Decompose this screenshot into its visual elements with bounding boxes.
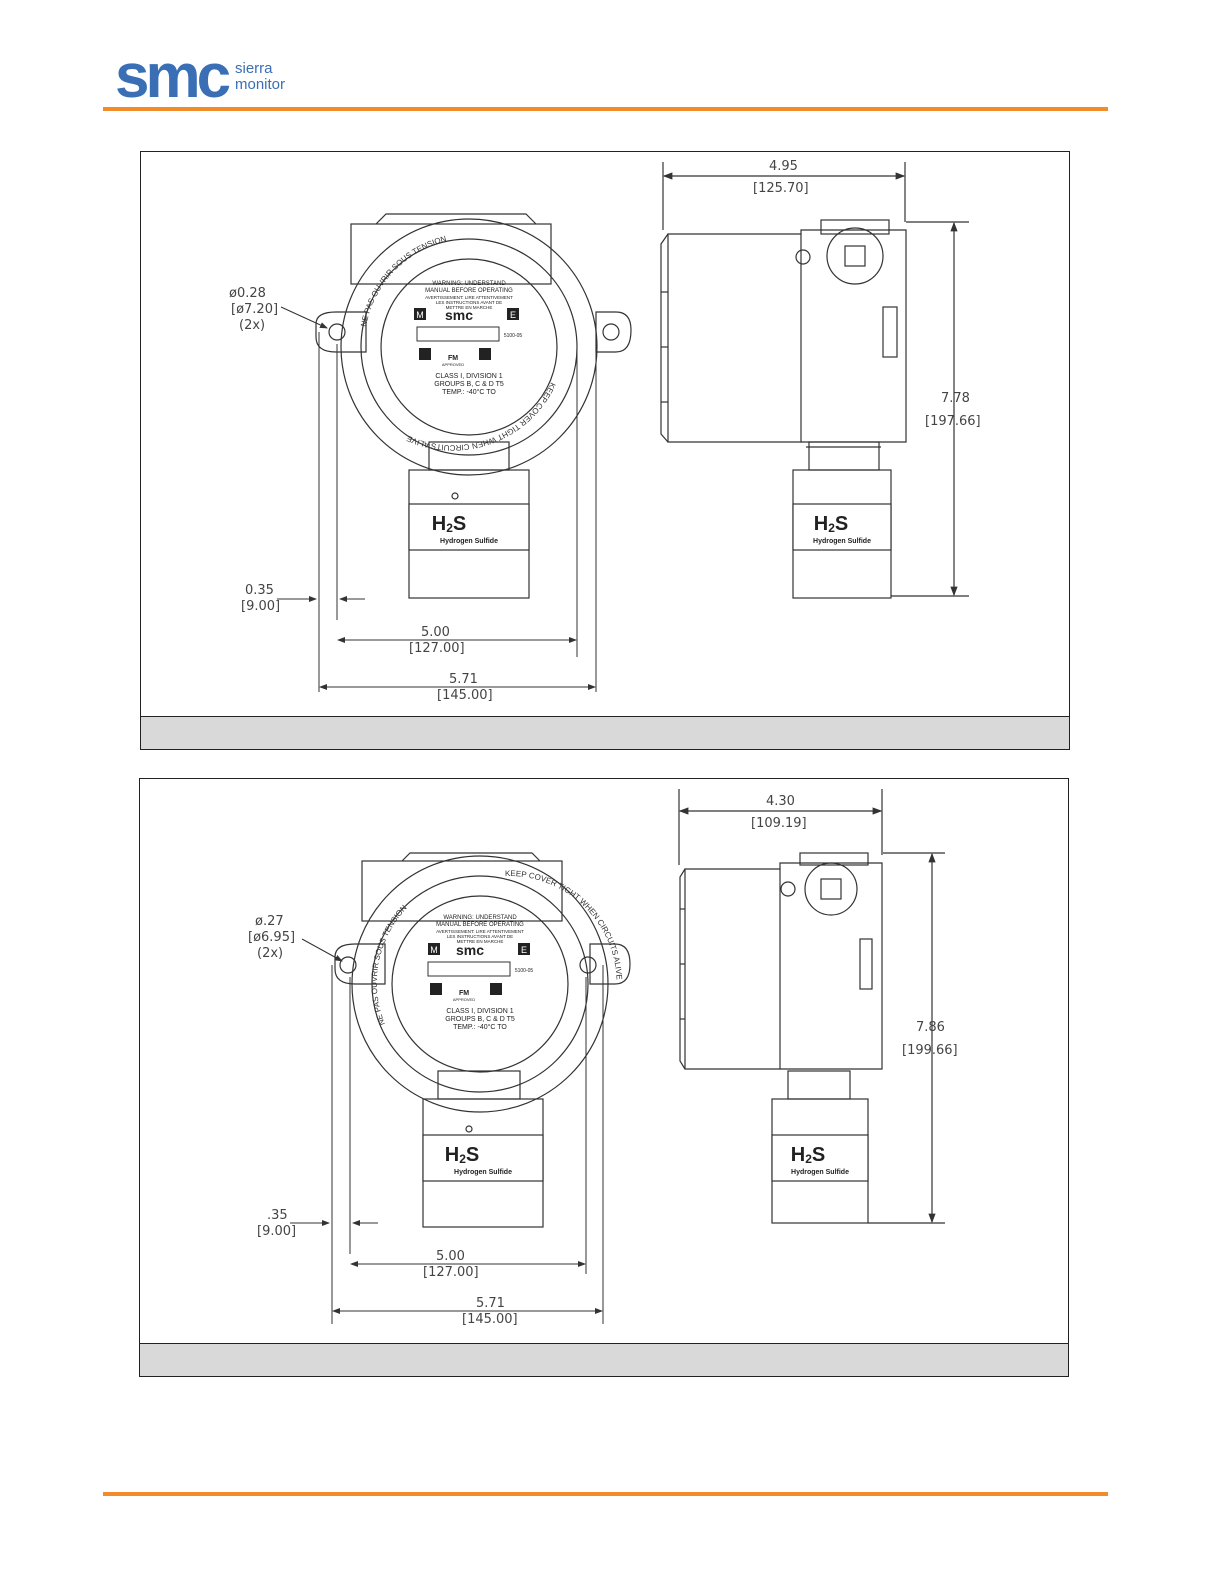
sierra-monitor-logo: smc sierra monitor (115, 45, 285, 105)
ring-text-top: NE PAS OUVRIR SOUS TENSION (370, 903, 409, 1026)
sensor-formula-side: H2S (814, 513, 848, 535)
offset: 0.35 (245, 583, 274, 598)
side-depth-mm: [109.19] (751, 816, 807, 831)
side-housing-back (667, 233, 802, 443)
mount-span: 5.00 (421, 625, 450, 640)
display-window (380, 258, 558, 436)
class-line-3: TEMP.: -40°C TO (453, 1023, 507, 1031)
class-line-3: TEMP.: -40°C TO (442, 388, 496, 396)
mount-span: 5.00 (436, 1249, 465, 1264)
avert-line-3: METTRE EN MARCHE (457, 939, 504, 944)
side-conduit (826, 227, 884, 285)
hole-dia-mm: [ø6.95] (248, 930, 295, 945)
fm-mark: FM (459, 990, 469, 997)
overall-width: 5.71 (476, 1296, 505, 1311)
housing-cap (375, 213, 537, 225)
footer-rule (103, 1492, 1108, 1496)
side-height: 7.86 (916, 1020, 945, 1035)
sensor-formula-front: H2S (445, 1144, 479, 1166)
mount-ear-left (315, 311, 367, 353)
side-view (678, 789, 945, 1224)
avert-line-2: LES INSTRUCTIONS AVANT DE (436, 300, 502, 305)
logo-line2: monitor (235, 76, 285, 93)
logo-line1: sierra (235, 60, 273, 77)
caption-bar-1 (141, 716, 1069, 749)
dimension-drawing-1: WARNING: UNDERSTAND MANUAL BEFORE OPERAT… (229, 159, 981, 703)
caption-bar-2 (140, 1343, 1068, 1376)
button-e: E (510, 310, 516, 320)
fm-mark: FM (448, 355, 458, 362)
side-depth: 4.95 (769, 159, 798, 174)
warning-line-2: MANUAL BEFORE OPERATING (425, 288, 513, 294)
avert-line-1: AVERTISSEMENT: LIRE ATTENTIVEMENT (436, 929, 524, 934)
side-housing-front (800, 229, 907, 443)
hole-count: (2x) (257, 946, 283, 961)
offset: .35 (267, 1208, 288, 1223)
front-view (334, 852, 631, 1228)
sensor-name-front: Hydrogen Sulfide (440, 538, 498, 545)
overall-width-mm: [145.00] (437, 688, 493, 703)
mount-hole-left (328, 323, 346, 341)
model-number: 5100-05 (515, 968, 534, 974)
overall-width-mm: [145.00] (462, 1312, 518, 1327)
class-line-2: GROUPS B, C & D T5 (434, 381, 504, 388)
sensor-name-side: Hydrogen Sulfide (791, 1169, 849, 1176)
side-depth-mm: [125.70] (753, 181, 809, 196)
side-sensor-neck (808, 441, 880, 471)
overall-width: 5.71 (449, 672, 478, 687)
avert-line-3: METTRE EN MARCHE (446, 305, 493, 310)
button-m: M (416, 310, 424, 320)
mount-hole-right (602, 323, 620, 341)
hole-dia: ø0.28 (229, 286, 266, 301)
hole-dia: ø.27 (255, 914, 284, 929)
hole-count: (2x) (239, 318, 265, 333)
housing-top (350, 223, 552, 285)
fm-approved: APPROVED (442, 362, 464, 367)
avert-line-2: LES INSTRUCTIONS AVANT DE (447, 934, 513, 939)
button-e: E (521, 945, 527, 955)
sensor-formula-front: H2S (432, 513, 466, 535)
warning-line-2: MANUAL BEFORE OPERATING (436, 922, 524, 928)
sensor-label-box (408, 503, 530, 551)
model-number: 5100-05 (504, 333, 523, 339)
side-depth: 4.30 (766, 794, 795, 809)
class-line-1: CLASS I, DIVISION 1 (435, 373, 502, 380)
side-view (660, 162, 969, 599)
display-brand: smc (456, 942, 484, 958)
logo-letters: smc (115, 45, 230, 105)
sensor-name-side: Hydrogen Sulfide (813, 538, 871, 545)
side-height-mm: [197.66] (925, 414, 981, 429)
offset-mm: [9.00] (241, 599, 280, 614)
cover-ring-outer (340, 218, 598, 476)
drawing-panel-2: WARNING: UNDERSTAND MANUAL BEFORE OPERAT… (139, 778, 1069, 1377)
offset-mm: [9.00] (257, 1224, 296, 1239)
side-height: 7.78 (941, 391, 970, 406)
warning-line-1: WARNING: UNDERSTAND (443, 915, 517, 921)
header-rule (103, 107, 1108, 111)
class-line-1: CLASS I, DIVISION 1 (446, 1008, 513, 1015)
mount-span-mm: [127.00] (409, 641, 465, 656)
front-view (315, 213, 632, 599)
side-height-mm: [199.66] (902, 1043, 958, 1058)
mount-ear-right (595, 311, 632, 353)
hole-dia-mm: [ø7.20] (231, 302, 278, 317)
warning-line-1: WARNING: UNDERSTAND (432, 281, 506, 287)
mount-span-mm: [127.00] (423, 1265, 479, 1280)
fm-approved: APPROVED (453, 997, 475, 1002)
display-brand: smc (445, 307, 473, 323)
class-line-2: GROUPS B, C & D T5 (445, 1016, 515, 1023)
sensor-formula-side: H2S (791, 1144, 825, 1166)
dimension-drawing-2: WARNING: UNDERSTAND MANUAL BEFORE OPERAT… (248, 789, 958, 1327)
button-m: M (430, 945, 438, 955)
drawing-panel-1: WARNING: UNDERSTAND MANUAL BEFORE OPERAT… (140, 151, 1070, 750)
sensor-name-front: Hydrogen Sulfide (454, 1169, 512, 1176)
avert-line-1: AVERTISSEMENT: LIRE ATTENTIVEMENT (425, 295, 513, 300)
